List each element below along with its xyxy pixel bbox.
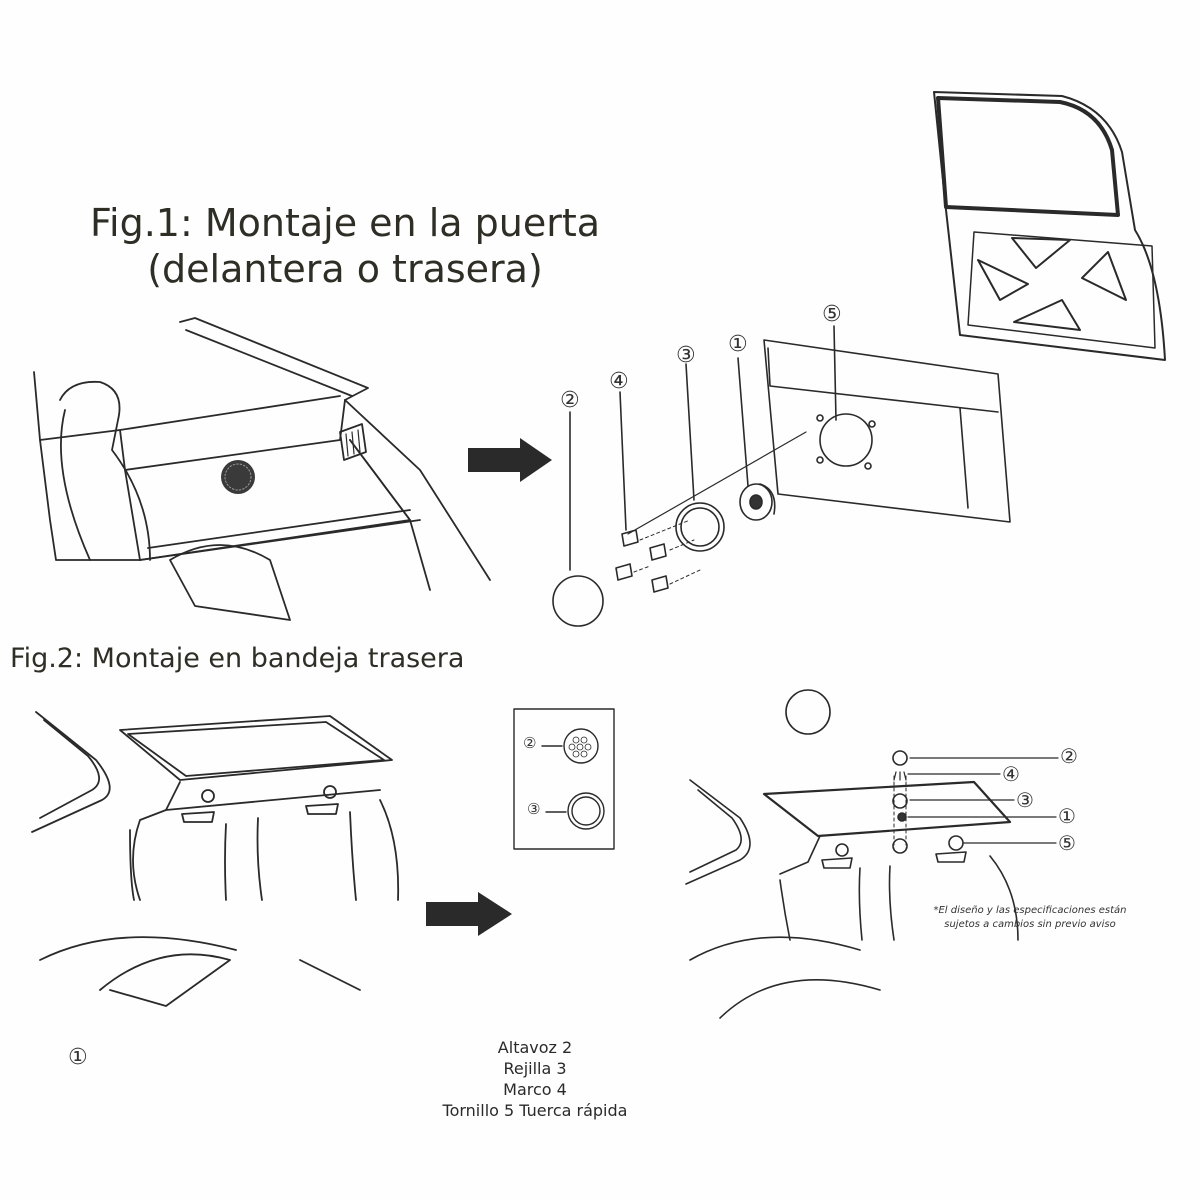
exploded-view-rear-shelf: [685, 689, 1059, 1019]
legend-item: Rejilla 3: [503, 1059, 567, 1078]
car-interior-front-illustration: [33, 317, 491, 621]
callout-5: ⑤: [822, 302, 842, 327]
car-interior-rear-illustration: [31, 711, 400, 1007]
callout-2: ②: [560, 388, 580, 413]
figure-2-title: Fig.2: Montaje en bandeja trasera: [10, 643, 465, 674]
figure-1-title: Fig.1: Montaje en la puerta (delantera o…: [40, 200, 650, 292]
callout-3: ③: [676, 343, 696, 368]
disclaimer-line2: sujetos a cambios sin previo aviso: [944, 919, 1116, 930]
parts-legend: Altavoz 2 Rejilla 3 Marco 4 Tornillo 5 T…: [390, 1037, 680, 1121]
callout-4: ④: [609, 369, 629, 394]
legend-item: Tornillo 5 Tuerca rápida: [442, 1101, 628, 1120]
box-callout-2: ②: [523, 734, 537, 752]
disclaimer-line1: *El diseño y las especificaciones están: [933, 905, 1127, 916]
rear-callout-4: ④: [1002, 762, 1020, 786]
exploded-view-door: [552, 325, 1011, 627]
parts-box: [513, 708, 615, 850]
box-callout-3: ③: [527, 800, 541, 818]
legend-item: Marco 4: [503, 1080, 567, 1099]
rear-callout-3: ③: [1016, 788, 1034, 812]
callout-1: ①: [728, 332, 748, 357]
disclaimer-note: *El diseño y las especificaciones están …: [905, 904, 1155, 932]
rear-callout-1: ①: [1058, 804, 1076, 828]
car-door-illustration: [933, 91, 1166, 361]
arrow-right-icon: [468, 438, 552, 482]
rear-callout-2: ②: [1060, 744, 1078, 768]
bottom-marker: ①: [68, 1045, 88, 1070]
figure-1-title-line1: Fig.1: Montaje en la puerta: [89, 201, 601, 245]
figure-1-title-line2: (delantera o trasera): [147, 247, 543, 291]
arrow-right-icon-2: [426, 892, 512, 936]
legend-item: Altavoz 2: [497, 1038, 573, 1057]
rear-callout-5: ⑤: [1058, 831, 1076, 855]
